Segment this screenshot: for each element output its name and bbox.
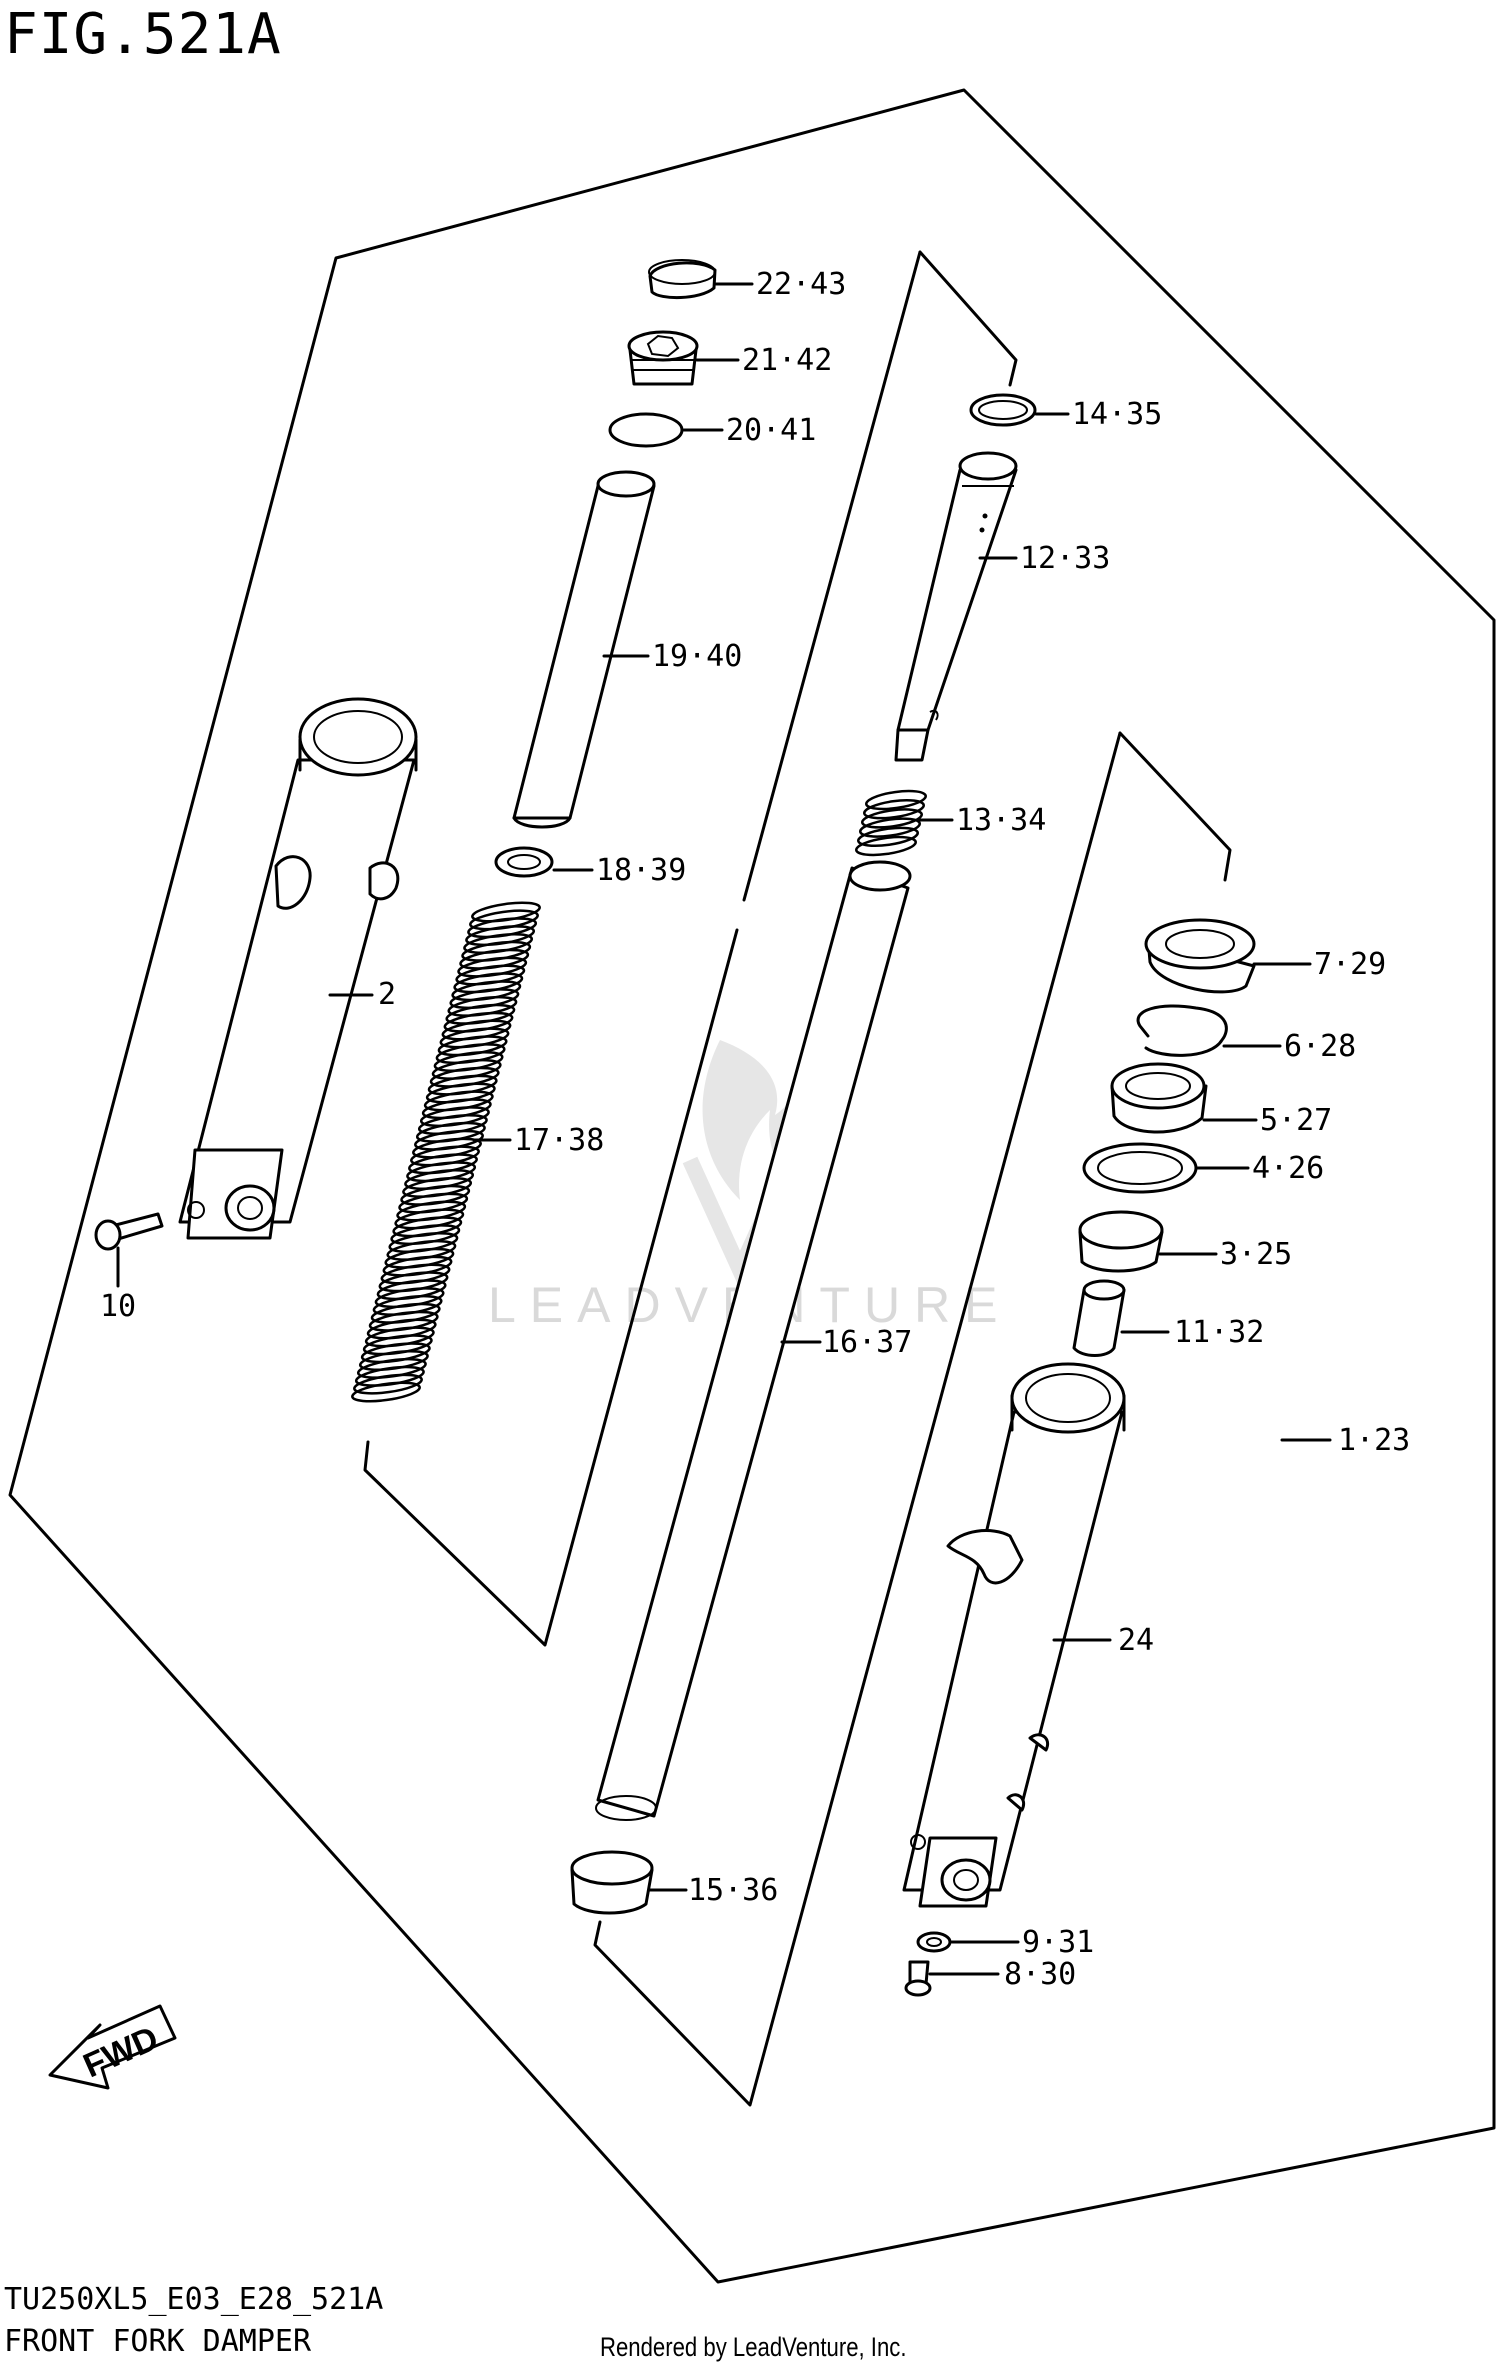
part-22-cap [648,259,717,300]
callout-6: 6·28 [1284,1029,1356,1064]
callout-24: 24 [1118,1623,1154,1658]
part-2-fork-outer-tube-left [178,697,418,1240]
callout-20: 20·41 [726,413,816,448]
part-3-guide-bushing [1078,1210,1164,1273]
part-17-fork-spring [351,901,541,1403]
part-7-dust-seal [1144,918,1256,994]
spring-coil [865,789,927,811]
part-10-bolt [94,1212,164,1251]
callout-17: 17·38 [514,1123,604,1158]
part-14-piston-ring [969,393,1037,427]
assembly-boundary-outer [8,88,1496,2284]
part-16-inner-tube [595,860,912,1821]
diagram-name: FRONT FORK DAMPER [4,2324,312,2359]
spring-coil [863,798,925,820]
callout-21: 21·42 [742,343,832,378]
spring-coil [857,826,919,848]
assembly-boundary-left [363,250,1018,1647]
diagram-code: TU250XL5_E03_E28_521A [4,2282,384,2317]
callout-3: 3·25 [1220,1237,1292,1272]
callout-13: 13·34 [956,803,1046,838]
spring-coil [351,1381,421,1403]
part-24-fork-outer-tube-right [902,1362,1126,1908]
callout-7: 7·29 [1314,947,1386,982]
callout-22: 22·43 [756,267,846,302]
callout-12: 12·33 [1020,541,1110,576]
spring-coil [861,808,923,829]
callout-14: 14·35 [1072,397,1162,432]
callout-19: 19·40 [652,639,742,674]
callout-2: 2 [378,977,396,1012]
part-11-oil-lock-piece [1072,1279,1126,1357]
part-9-gasket [916,1931,952,1953]
callout-4: 4·26 [1252,1151,1324,1186]
callout-18: 18·39 [596,853,686,888]
part-20-o-ring [608,412,684,448]
spring-coil [855,835,917,857]
callout-9: 9·31 [1022,1925,1094,1960]
part-6-stopper-ring [1136,1004,1228,1057]
part-18-washer [494,846,554,878]
callout-16: 16·37 [822,1325,912,1360]
spring-coil [859,817,921,838]
part-8-damper-rod-bolt [904,1960,932,1997]
callout-11: 11·32 [1174,1315,1264,1350]
part-12-damper-rod [894,451,1018,762]
callout-1: 1·23 [1338,1423,1410,1458]
callout-10: 10 [100,1289,136,1324]
part-5-oil-seal [1110,1062,1208,1134]
spring-coil [353,1373,423,1395]
figure-title: FIG.521A [4,2,282,67]
part-15-slide-bushing [570,1850,654,1915]
part-19-spacer-pipe [512,470,656,829]
fwd-arrow-icon: FWD [48,2004,177,2090]
part-13-rebound-spring [855,789,927,857]
callout-15: 15·36 [688,1873,778,1908]
rendered-by-credit: Rendered by LeadVenture, Inc. [600,2332,907,2362]
callout-5: 5·27 [1260,1103,1332,1138]
part-21-plug-bolt [627,330,699,386]
part-4-seal-washer [1082,1142,1198,1194]
callout-8: 8·30 [1004,1957,1076,1992]
assembly-boundary-right [593,731,1232,2107]
